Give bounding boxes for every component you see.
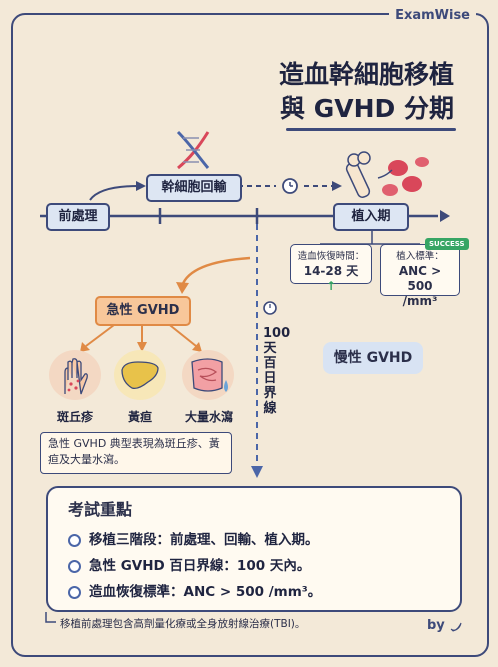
exam-key-points-title: 考試重點 xyxy=(68,500,133,519)
bullet-icon xyxy=(68,533,81,547)
acute-gvhd-note: 急性 GVHD 典型表現為斑丘疹、黃疸及大量水瀉。 xyxy=(40,432,232,474)
brand-logo: ExamWise xyxy=(389,8,476,23)
step-pretreatment: 前處理 xyxy=(46,203,110,231)
title-line-1: 造血幹細胞移植 xyxy=(278,60,454,89)
bullet-icon xyxy=(68,559,81,573)
recovery-time-value: 14-28 天 xyxy=(303,264,359,278)
recovery-time-card: 造血恢復時間： 14-28 天 ↑ xyxy=(290,244,372,293)
dna-icon xyxy=(176,130,210,170)
exam-point-1-text: 移植三階段：前處理、回輸、植入期。 xyxy=(89,532,319,548)
page-title: 造血幹細胞移植 與 GVHD 分期 xyxy=(279,58,454,126)
bullet-icon xyxy=(68,585,81,599)
success-badge: SUCCESS xyxy=(425,238,469,250)
recovery-time-label: 造血恢復時間： xyxy=(297,251,365,262)
symptom-jaundice-label: 黃疸 xyxy=(127,410,152,424)
engraftment-unit: /mm³ xyxy=(402,294,438,308)
skin-rash-icon xyxy=(49,350,101,400)
title-underline xyxy=(286,128,456,131)
step-engraftment: 植入期 xyxy=(333,203,409,231)
return-arrow-icon xyxy=(45,612,56,623)
small-clock-icon xyxy=(263,301,277,315)
red-blood-cells-icon xyxy=(382,157,429,196)
exam-point-3-text: 造血恢復標準：ANC > 500 /mm³。 xyxy=(89,584,322,600)
day-100-boundary-label: 100天百日界線 xyxy=(263,326,291,416)
byline-text: by xyxy=(427,618,445,633)
bone-icon xyxy=(345,151,371,198)
engraftment-label: 植入標準： xyxy=(396,251,444,262)
byline: by xyxy=(427,618,463,633)
symptom-rash-label: 斑丘疹 xyxy=(56,410,93,424)
engraftment-value: ANC > 500 xyxy=(398,264,442,293)
symptom-diarrhea-label: 大量水瀉 xyxy=(184,410,233,424)
engraftment-criteria-card: 植入標準： ANC > 500 /mm³ xyxy=(380,244,460,308)
page-frame xyxy=(11,13,489,657)
exam-point-3: 造血恢復標準：ANC > 500 /mm³。 xyxy=(68,580,321,600)
footnote: 移植前處理包含高劑量化療或全身放射線治療(TBI)。 xyxy=(60,618,306,630)
clock-icon xyxy=(282,178,298,194)
intestine-icon xyxy=(182,350,234,400)
exam-point-1: 移植三階段：前處理、回輸、植入期。 xyxy=(68,528,319,548)
liver-icon xyxy=(114,350,166,400)
step-stem-cell-infusion: 幹細胞回輸 xyxy=(146,174,242,202)
exam-key-points-panel: 考試重點 移植三階段：前處理、回輸、植入期。 急性 GVHD 百日界線：100 … xyxy=(46,486,462,612)
up-arrow-icon: ↑ xyxy=(325,279,337,293)
title-line-2: 與 GVHD 分期 xyxy=(280,94,454,123)
banana-icon xyxy=(449,619,463,633)
acute-gvhd-title: 急性 GVHD xyxy=(95,296,191,326)
exam-point-2-text: 急性 GVHD 百日界線：100 天內。 xyxy=(89,558,311,574)
chronic-gvhd-title: 慢性 GVHD xyxy=(323,342,423,374)
exam-point-2: 急性 GVHD 百日界線：100 天內。 xyxy=(68,554,310,574)
